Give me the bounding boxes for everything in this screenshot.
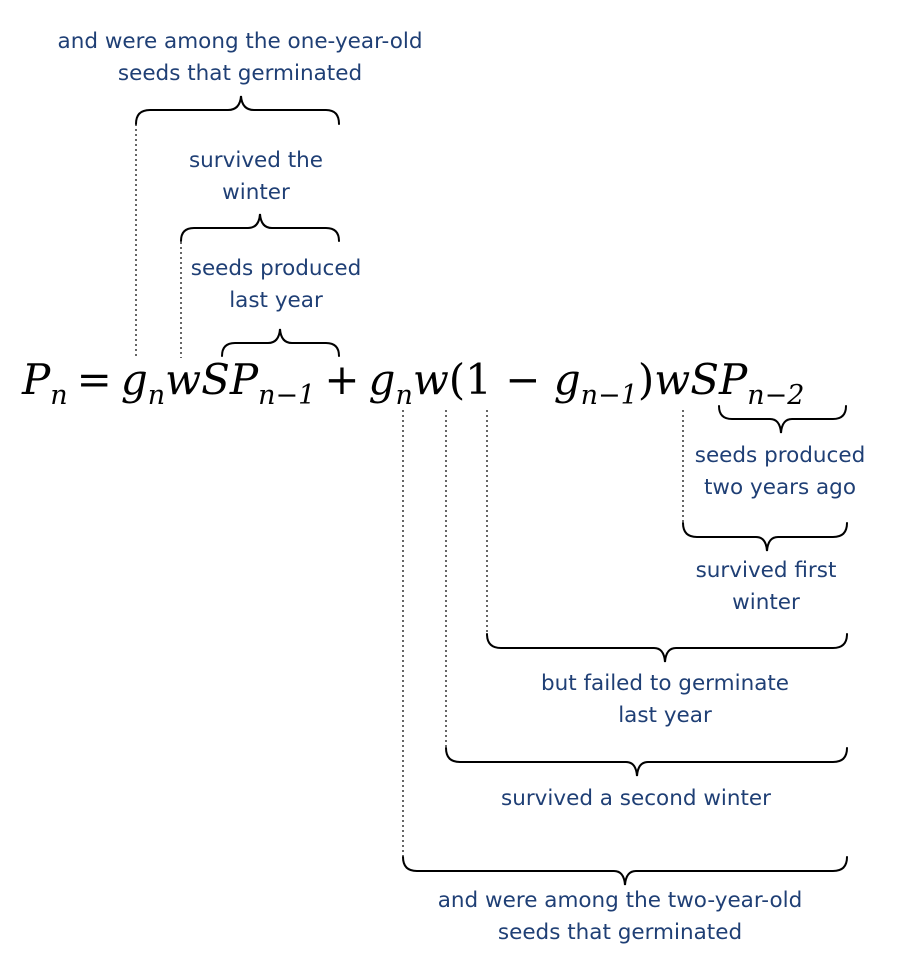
formula-plus: + bbox=[324, 355, 360, 404]
formula-t1-P: P bbox=[229, 355, 259, 404]
brace-t2-produced bbox=[718, 405, 847, 434]
formula-t2-P-sub: n−2 bbox=[747, 380, 805, 411]
formula-lhs-P: P bbox=[22, 355, 51, 404]
formula-t2-g2: g bbox=[553, 355, 581, 404]
formula-t2-close-paren: ) bbox=[637, 355, 655, 404]
formula-t2-g-sub: n bbox=[395, 380, 413, 411]
formula-t2-open-paren: (1 − bbox=[448, 355, 554, 404]
brace-t2-failed bbox=[486, 633, 848, 663]
label-t1-produced: seeds produced last year bbox=[190, 256, 362, 313]
recurrence-formula: Pn=gnwSPn−1+gnw(1 − gn−1)wSPn−2 bbox=[22, 352, 804, 424]
formula-t1-w: w bbox=[165, 355, 202, 404]
formula-equals: = bbox=[76, 355, 112, 404]
formula-t2-w2: w bbox=[654, 355, 691, 404]
formula-t2-P: P bbox=[719, 355, 748, 404]
brace-t2-germinated bbox=[402, 856, 848, 886]
label-t2-survived-first: survived first winter bbox=[695, 558, 837, 615]
label-t2-survived-second: survived a second winter bbox=[501, 786, 771, 811]
formula-t1-S: S bbox=[201, 355, 230, 404]
label-t1-germinated: and were among the one-year-old seeds th… bbox=[57, 29, 423, 86]
formula-t2-w: w bbox=[412, 355, 449, 404]
formula-t2-g2-sub: n−1 bbox=[580, 380, 638, 411]
brace-t1-survived bbox=[180, 213, 340, 242]
formula-t1-P-sub: n−1 bbox=[258, 380, 316, 411]
label-t1-survived: survived the winter bbox=[188, 148, 324, 205]
formula-lhs-sub: n bbox=[50, 380, 68, 411]
label-t2-germinated: and were among the two-year-old seeds th… bbox=[437, 888, 803, 945]
formula-t1-g-sub: n bbox=[147, 380, 166, 411]
brace-t1-germinated bbox=[135, 95, 340, 125]
formula-t2-S: S bbox=[690, 355, 719, 404]
label-t2-produced: seeds produced two years ago bbox=[694, 443, 866, 500]
brace-t2-survived-second bbox=[445, 747, 848, 777]
brace-t1-produced bbox=[221, 328, 340, 357]
formula-t2-g: g bbox=[368, 355, 396, 404]
label-t2-failed: but failed to germinate last year bbox=[540, 671, 790, 728]
formula-t1-g: g bbox=[120, 355, 148, 404]
brace-t2-survived-first bbox=[682, 522, 848, 552]
